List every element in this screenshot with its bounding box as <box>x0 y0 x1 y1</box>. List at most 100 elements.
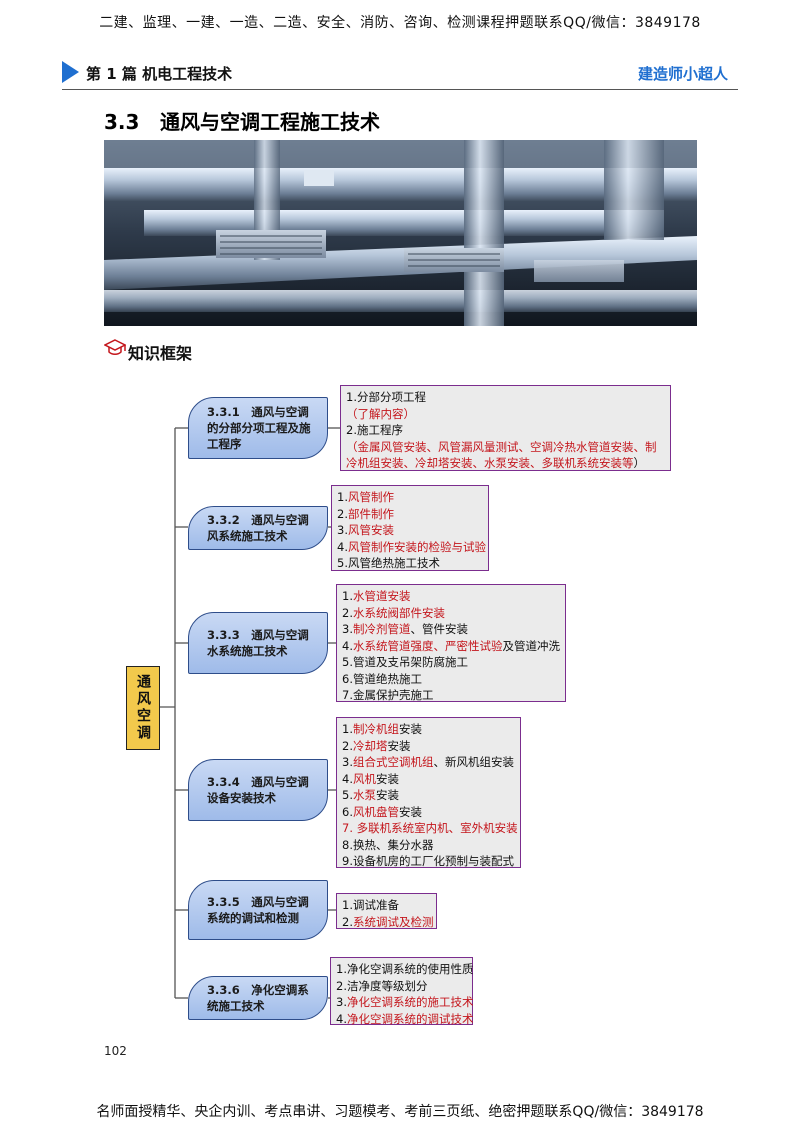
mindmap-root-label: 通风空调 <box>135 674 151 742</box>
branch-3-3-6: 3.3.6 净化空调系统施工技术 <box>188 976 328 1020</box>
leaf-item: 4.风机安装 <box>342 771 515 788</box>
leaf-item: 3.组合式空调机组、新风机组安装 <box>342 754 515 771</box>
leaf-item: 6.管道绝热施工 <box>342 671 560 688</box>
item-text: 2.洁净度等级划分 <box>336 978 428 993</box>
highlight-text: 水系统阀部件安装 <box>352 605 445 620</box>
leaf-item: 5.管道及支吊架防腐施工 <box>342 654 560 671</box>
leaf-item: 2.系统调试及检测 <box>342 914 434 931</box>
item-text: 8.换热、集分水器 <box>342 837 434 852</box>
leaf-item: 3.净化空调系统的施工技术 <box>336 994 473 1011</box>
page-number: 102 <box>104 1044 127 1058</box>
leaf-item: 5.风管绝热施工技术 <box>337 555 483 572</box>
highlight-text: 风管制作安装的检验与试验 <box>347 539 486 554</box>
item-text: 1.调试准备 <box>342 898 399 912</box>
leaf-box-3-3-1: 1.分部分项工程（了解内容） 2.施工程序 （金属风管安装、风管漏风量测试、空调冷热… <box>340 385 671 471</box>
leaf-item: 4.风管制作安装的检验与试验 <box>337 539 486 556</box>
item-text: 2. <box>342 738 353 753</box>
item-text: 9.设备机房的工厂化预制与装配式 <box>342 854 514 868</box>
highlight-text: 冷机组安装、冷却塔安装、水泵安装、多联机系统安装等 <box>346 456 634 470</box>
knowledge-framework-label: 知识框架 <box>128 344 193 363</box>
item-text: ） <box>633 456 646 470</box>
leaf-item: 2.部件制作 <box>337 506 483 523</box>
leaf-item: 8.换热、集分水器 <box>342 837 515 854</box>
leaf-item: 2.冷却塔安装 <box>342 738 515 755</box>
highlight-text: 系统调试及检测 <box>352 914 434 929</box>
mindmap-root: 通风空调 <box>126 666 160 750</box>
branch-label: 3.3.3 通风与空调水系统施工技术 <box>207 627 309 658</box>
highlight-text: 组合式空调机组 <box>352 755 434 769</box>
highlight-text: 制冷机组 <box>352 722 399 736</box>
highlight-text: 水系统管道强度、严密性试验 <box>352 638 503 653</box>
leaf-item: 3.制冷剂管道、管件安装 <box>342 621 560 638</box>
item-text: 2.施工程序 <box>346 423 403 437</box>
chapter-marker-icon <box>62 61 79 83</box>
chapter-title: 第 1 篇 机电工程技术 <box>86 65 233 83</box>
highlight-text: 部件制作 <box>347 506 394 521</box>
leaf-item: 3.风管安装 <box>337 522 483 539</box>
highlight-text: 风管安装 <box>347 523 394 537</box>
item-text: 、新风机组安装 <box>433 755 514 769</box>
item-text: 5.风管绝热施工技术 <box>337 556 440 570</box>
leaf-box-3-3-5: 1.调试准备 2.系统调试及检测 <box>336 893 437 929</box>
item-text: 7.金属保护壳施工 <box>342 688 434 702</box>
item-text: 4. <box>336 1011 347 1026</box>
branch-3-3-2: 3.3.2 通风与空调风系统施工技术 <box>188 506 328 550</box>
leaf-item: 9.设备机房的工厂化预制与装配式 <box>342 853 515 870</box>
graduation-cap-icon <box>104 339 126 355</box>
item-text: 5. <box>342 788 353 802</box>
item-text: 6.管道绝热施工 <box>342 671 422 686</box>
leaf-item: 1.分部分项工程 <box>346 389 665 406</box>
item-text: 1. <box>342 722 353 736</box>
highlight-text: （金属风管安装、风管漏风量测试、空调冷热水管道安装、制 <box>346 439 657 454</box>
branch-label: 3.3.6 净化空调系统施工技术 <box>207 982 309 1013</box>
leaf-item: 5.水泵安装 <box>342 787 515 804</box>
leaf-item: 7.金属保护壳施工 <box>342 687 560 704</box>
highlight-text: 风机 <box>352 771 376 786</box>
leaf-item: 4.净化空调系统的调试技术 <box>336 1011 473 1028</box>
leaf-item: （了解内容） <box>346 406 665 423</box>
leaf-item: 1.水管道安装 <box>342 588 560 605</box>
item-text: 1.净化空调系统的使用性质 <box>336 962 474 976</box>
header-divider <box>62 89 738 90</box>
leaf-item: 2.施工程序 <box>346 422 665 439</box>
item-text: 1. <box>342 589 353 603</box>
item-text: 及管道冲洗 <box>502 638 560 653</box>
leaf-item: 1.调试准备 <box>342 897 431 914</box>
item-text: 安装 <box>398 804 422 819</box>
item-text: 安装 <box>387 738 411 753</box>
highlight-text: 净化空调系统的施工技术 <box>346 995 474 1009</box>
highlight-text: 制冷剂管道 <box>352 622 411 636</box>
item-text: 2. <box>337 506 348 521</box>
highlight-text: 风机盘管 <box>352 804 399 819</box>
highlight-text: 净化空调系统的调试技术 <box>346 1011 474 1026</box>
promo-banner-bottom: 名师面授精华、央企内训、考点串讲、习题模考、考前三页纸、绝密押题联系QQ/微信：… <box>96 1104 704 1120</box>
item-text: 1. <box>337 490 348 504</box>
leaf-item: 冷机组安装、冷却塔安装、水泵安装、多联机系统安装等） <box>346 455 665 472</box>
branch-3-3-4: 3.3.4 通风与空调设备安装技术 <box>188 759 328 821</box>
item-text: 5.管道及支吊架防腐施工 <box>342 655 468 669</box>
highlight-text: （了解内容） <box>346 406 415 421</box>
branch-label: 3.3.4 通风与空调设备安装技术 <box>207 774 309 805</box>
item-text: 安装 <box>398 722 422 736</box>
item-text: 安装 <box>375 788 399 802</box>
item-text: 2. <box>342 605 353 620</box>
item-text: 4. <box>342 771 353 786</box>
leaf-item: 1.净化空调系统的使用性质 <box>336 961 473 978</box>
branch-label: 3.3.2 通风与空调风系统施工技术 <box>207 512 309 543</box>
section-number: 3.3 <box>104 110 140 134</box>
hvac-duct-photo <box>104 140 697 326</box>
leaf-item: 6.风机盘管安装 <box>342 804 515 821</box>
leaf-item: 2.洁净度等级划分 <box>336 978 467 995</box>
branch-3-3-1: 3.3.1 通风与空调的分部分项工程及施工程序 <box>188 397 328 459</box>
branch-3-3-5: 3.3.5 通风与空调系统的调试和检测 <box>188 880 328 940</box>
highlight-text: 风管制作 <box>347 490 394 504</box>
branch-3-3-3: 3.3.3 通风与空调水系统施工技术 <box>188 612 328 674</box>
author-name: 建造师小超人 <box>637 65 728 83</box>
item-text: 3. <box>342 755 353 769</box>
highlight-text: 水管道安装 <box>352 589 411 603</box>
item-text: 3. <box>337 523 348 537</box>
